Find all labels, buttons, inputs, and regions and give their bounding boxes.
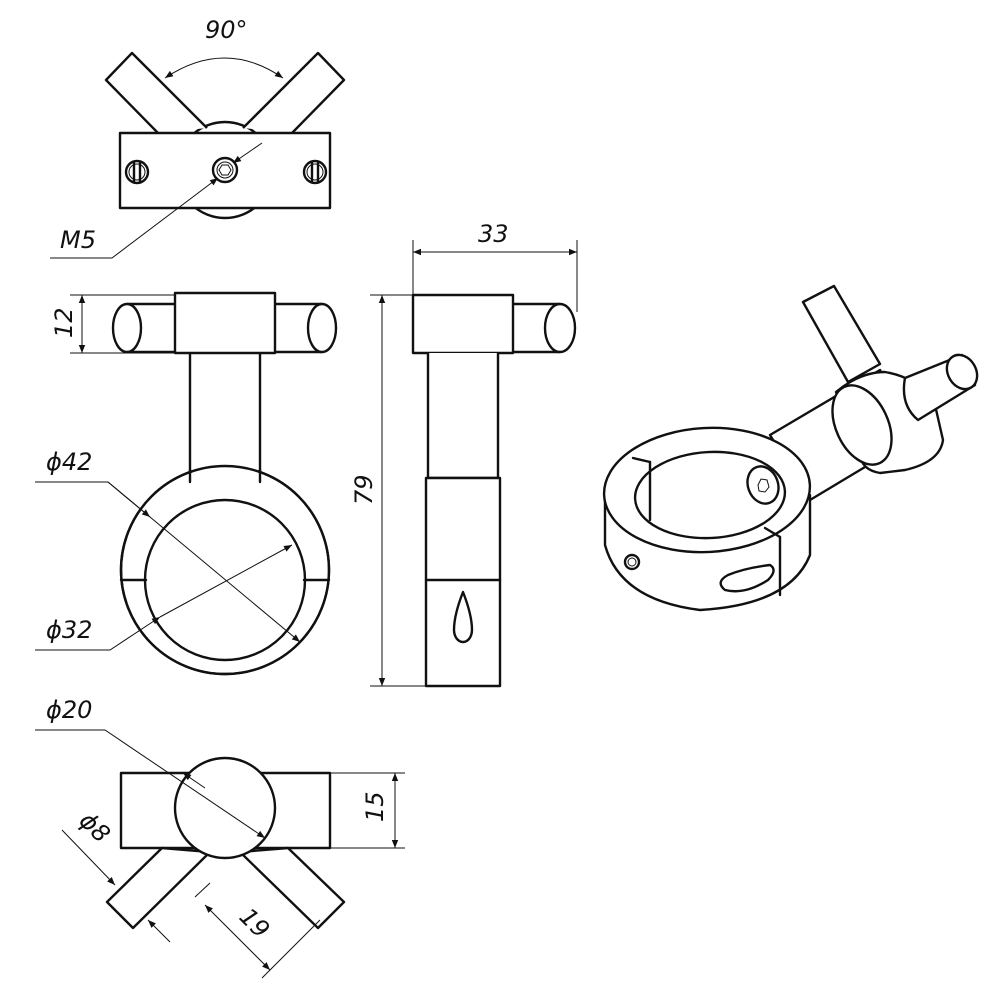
iso-ring-top: [602, 426, 812, 554]
screw-right-icon: [302, 159, 328, 185]
iso-upper-pin: [801, 284, 882, 384]
width-label: 33: [478, 220, 509, 248]
right-arm: [242, 51, 346, 134]
iso-slot-icon: [719, 563, 775, 593]
hub-circle: [173, 756, 277, 860]
top-view: 90° M5: [50, 16, 346, 259]
iso-hex-socket-icon: [746, 465, 780, 505]
angle-label: 90°: [205, 16, 248, 44]
ring-outer-label: ϕ42: [46, 448, 92, 476]
isometric-view: [602, 284, 979, 612]
angle-dimension: [164, 57, 284, 79]
front-block: [173, 291, 277, 355]
screw-left-icon: [124, 159, 150, 185]
iso-screw-icon: [623, 553, 641, 571]
thread-leader: [50, 177, 219, 259]
pin-length-label: 19: [234, 902, 275, 943]
total-height-label: 79: [350, 474, 378, 505]
pin-diameter-label: ϕ8: [74, 806, 116, 848]
thread-label: M5: [60, 226, 96, 254]
front-view: ϕ42 ϕ32 12: [35, 291, 338, 676]
slot-icon: [452, 590, 474, 644]
bottom-view: ϕ20 ϕ8 19 15: [35, 696, 405, 979]
pin-height-label: 12: [50, 307, 78, 338]
side-view: 33 79: [350, 220, 578, 688]
hub-height-label: 15: [361, 791, 389, 822]
hex-socket-icon: [211, 156, 239, 184]
clamp-block: [118, 131, 332, 210]
left-arm: [104, 51, 208, 134]
hub-diameter-label: ϕ20: [46, 696, 92, 724]
ring-inner-label: ϕ32: [46, 616, 92, 644]
